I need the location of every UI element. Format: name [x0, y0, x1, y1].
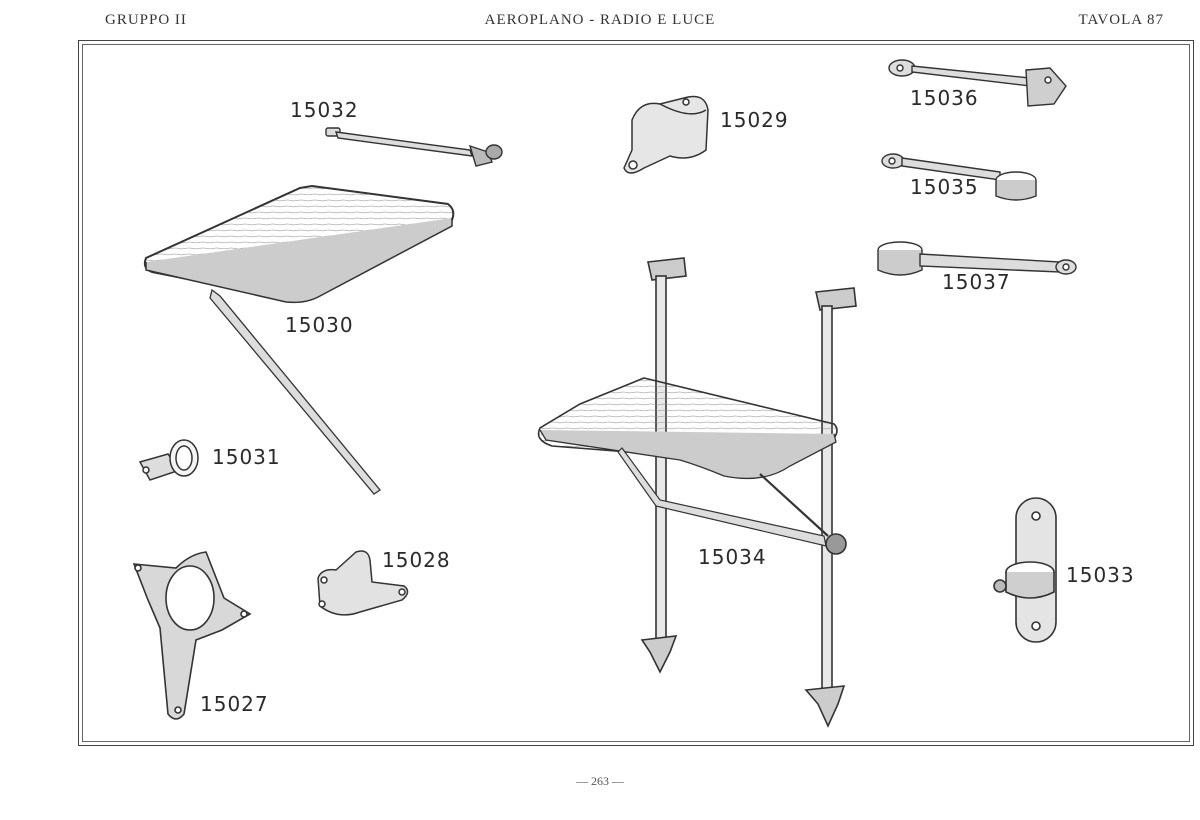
part-15029-bracket [623, 95, 709, 174]
part-15031-clamp [138, 439, 199, 481]
page-header: GRUPPO II AEROPLANO - RADIO E LUCE TAVOL… [0, 8, 1200, 36]
page-number: — 263 — [576, 774, 624, 788]
part-15028-bracket [317, 550, 409, 616]
part-number-15027: 15027 [200, 692, 269, 716]
plate-number: TAVOLA 87 [1078, 12, 1164, 28]
part-number-15034: 15034 [698, 545, 767, 569]
part-number-15037: 15037 [942, 270, 1011, 294]
part-number-15036: 15036 [910, 86, 979, 110]
part-number-15031: 15031 [212, 445, 281, 469]
part-15037-rod [877, 241, 1077, 276]
part-15035-rod [881, 153, 1037, 201]
part-15034-shelf [537, 257, 857, 728]
group-title: GRUPPO II [105, 12, 187, 28]
part-number-15032: 15032 [290, 98, 359, 122]
plate-frame [78, 40, 1194, 746]
part-15036-rod [888, 59, 1067, 107]
part-number-15033: 15033 [1066, 563, 1135, 587]
part-number-15030: 15030 [285, 313, 354, 337]
section-title: AEROPLANO - RADIO E LUCE [484, 12, 716, 28]
part-number-15028: 15028 [382, 548, 451, 572]
part-15030-table [143, 184, 455, 495]
part-15032-rod [325, 127, 503, 167]
part-15033-clamp [993, 497, 1057, 643]
part-number-15029: 15029 [720, 108, 789, 132]
part-number-15035: 15035 [910, 175, 979, 199]
part-15027-plate [132, 551, 252, 720]
